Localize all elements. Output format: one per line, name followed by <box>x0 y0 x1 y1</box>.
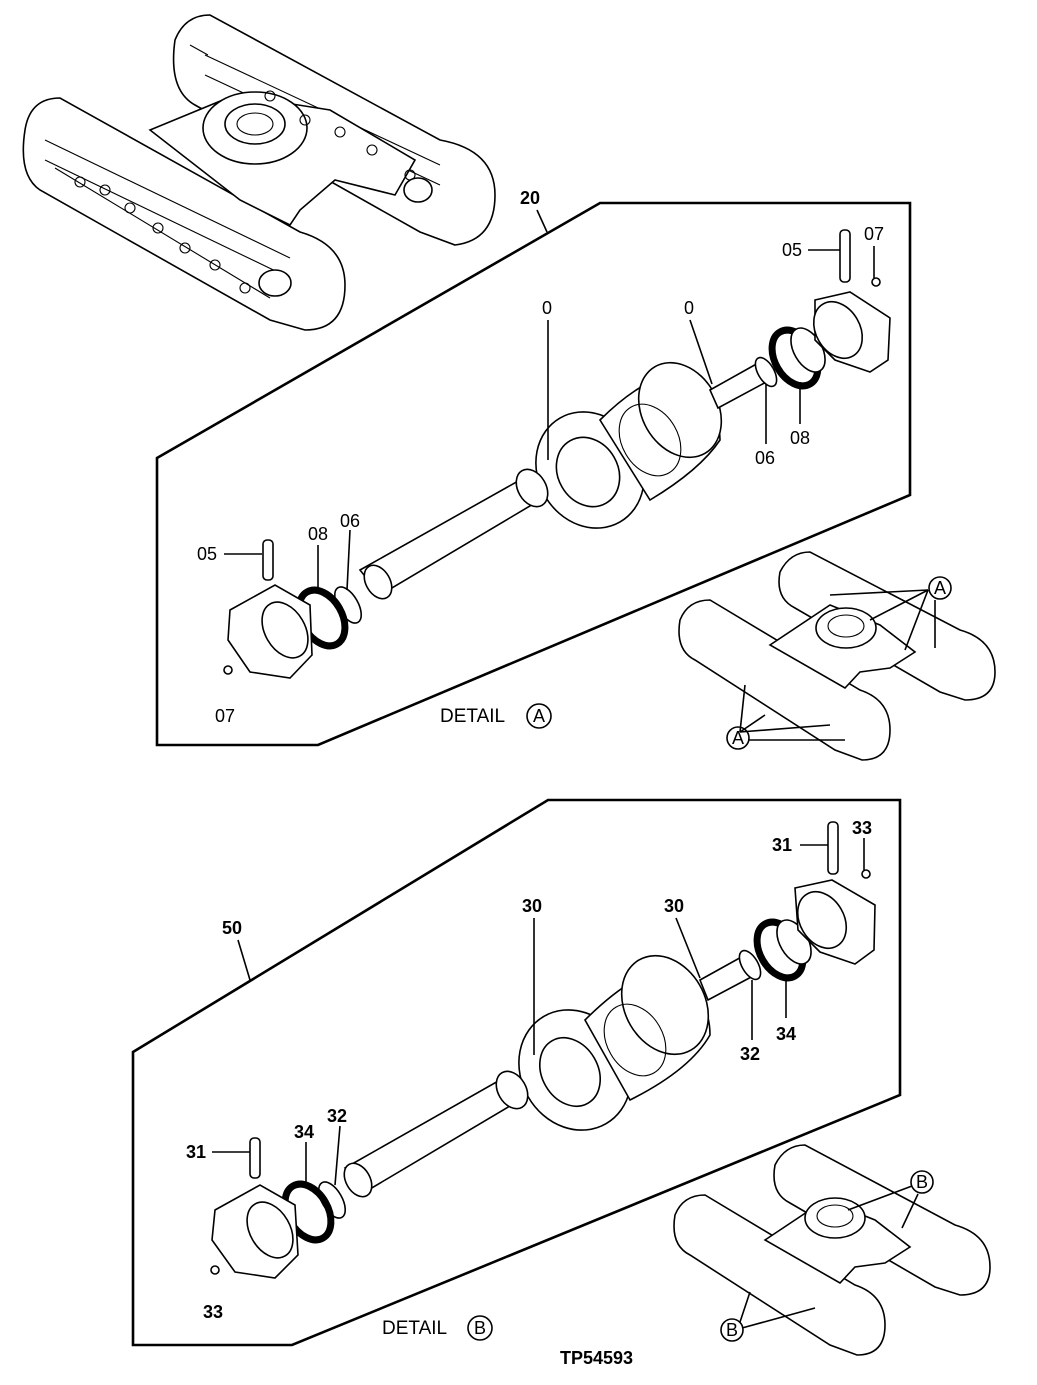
label-b-roller-right: 30 <box>664 896 684 916</box>
label-a-pin-left: 05 <box>197 544 217 564</box>
callout-a-bottom: A <box>732 728 744 748</box>
label-b-pin-left: 31 <box>186 1142 206 1162</box>
callout-a-top: A <box>934 578 946 598</box>
detail-a-circle-letter: A <box>533 706 545 726</box>
figure-code: TP54593 <box>560 1348 633 1368</box>
callout-b-top: B <box>916 1172 928 1192</box>
assembly-label-50: 50 <box>222 918 242 938</box>
label-a-seal-right: 08 <box>790 428 810 448</box>
label-a-roller-left: 0 <box>542 298 552 318</box>
mini-undercarriage-b <box>673 1144 991 1356</box>
label-a-seal-left: 08 <box>308 524 328 544</box>
detail-b-frame <box>131 798 902 1347</box>
detail-b-roller-assembly <box>210 821 876 1279</box>
undercarriage-overview <box>22 14 496 331</box>
label-b-screw-right: 33 <box>852 818 872 838</box>
label-a-ring-right: 06 <box>755 448 775 468</box>
detail-a-caption: DETAIL <box>440 706 505 727</box>
label-a-ring-left: 06 <box>340 511 360 531</box>
assembly-label-20: 20 <box>520 188 540 208</box>
label-b-seal-left: 34 <box>294 1122 314 1142</box>
detail-b-circle-letter: B <box>474 1318 486 1338</box>
label-a-screw-left: 07 <box>215 706 235 726</box>
label-b-seal-right: 34 <box>776 1024 796 1044</box>
label-a-pin-right: 05 <box>782 240 802 260</box>
mini-undercarriage-a <box>678 551 996 761</box>
label-a-screw-right: 07 <box>864 224 884 244</box>
label-b-pin-right: 31 <box>772 835 792 855</box>
detail-a-frame <box>155 201 912 747</box>
label-b-ring-right: 32 <box>740 1044 760 1064</box>
detail-b-caption: DETAIL <box>382 1318 447 1339</box>
label-b-roller-left: 30 <box>522 896 542 916</box>
callout-b-bottom: B <box>726 1320 738 1340</box>
label-a-roller-right: 0 <box>684 298 694 318</box>
label-b-ring-left: 32 <box>327 1106 347 1126</box>
detail-a-roller-assembly <box>223 229 891 679</box>
label-b-screw-left: 33 <box>203 1302 223 1322</box>
